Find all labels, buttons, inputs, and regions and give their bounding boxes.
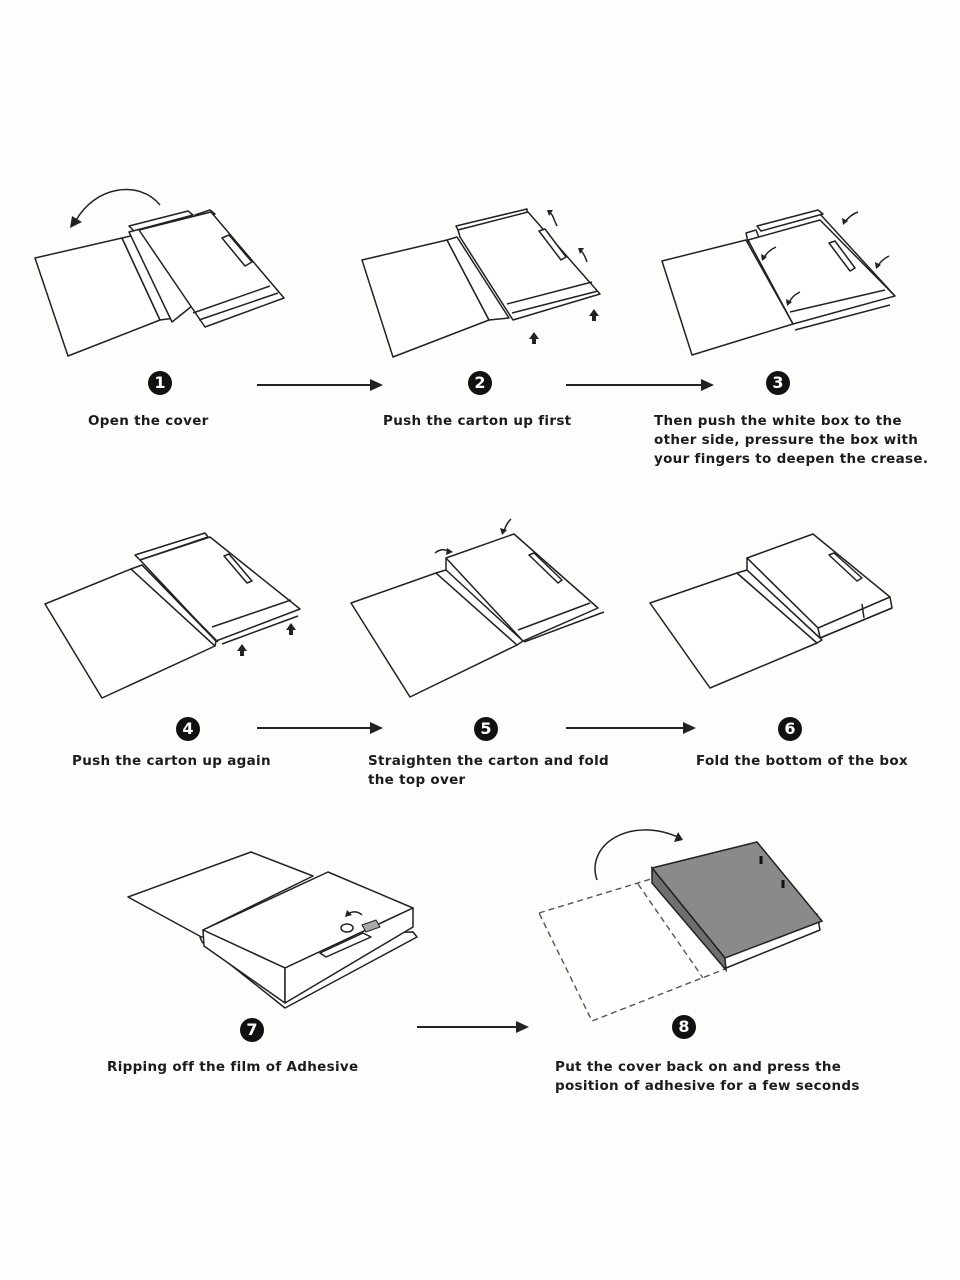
step-8-caption: Put the cover back on and press the posi…: [555, 1059, 860, 1094]
connector-arrow-1-2: [257, 379, 383, 391]
step-8-badge: 8: [672, 1015, 696, 1039]
step-4-caption: Push the carton up again: [72, 753, 271, 769]
step-5-badge: 5: [474, 717, 498, 741]
step-5-caption: Straighten the carton and fold the top o…: [368, 753, 610, 788]
right-arrow-icon: [257, 727, 371, 729]
step-3-caption: Then push the white box to the other sid…: [654, 413, 929, 467]
step-7-caption: Ripping off the film of Adhesive: [107, 1059, 359, 1075]
connector-arrow-7-8: [417, 1021, 529, 1033]
step-3-badge: 3: [766, 371, 790, 395]
step-2-badge: 2: [468, 371, 492, 395]
step-7-badge: 7: [240, 1018, 264, 1042]
connector-arrow-4-5: [257, 722, 383, 734]
step-2-caption: Push the carton up first: [383, 413, 572, 429]
step-6-badge: 6: [778, 717, 802, 741]
right-arrow-icon: [417, 1026, 517, 1028]
connector-arrow-5-6: [566, 722, 696, 734]
right-arrow-icon: [566, 727, 684, 729]
connector-arrow-2-3: [566, 379, 714, 391]
step-4-badge: 4: [176, 717, 200, 741]
right-arrow-icon: [257, 384, 371, 386]
step-1-badge: 1: [148, 371, 172, 395]
step-1-caption: Open the cover: [88, 413, 209, 429]
right-arrow-icon: [566, 384, 702, 386]
step-6-caption: Fold the bottom of the box: [696, 753, 908, 769]
